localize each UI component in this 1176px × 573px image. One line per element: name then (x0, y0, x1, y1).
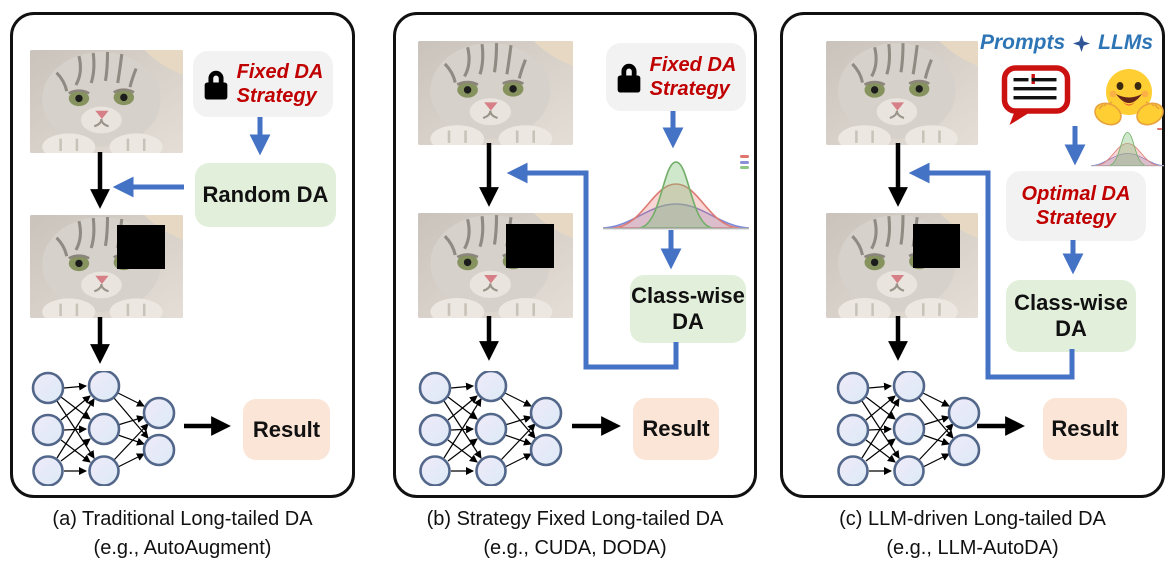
class-distributions-plot (602, 161, 750, 230)
fixed-da-strategy-label: Fixed DA Strategy (236, 60, 324, 107)
class-distributions-plot (1090, 132, 1165, 167)
fixed-da-strategy-box: Fixed DA Strategy (193, 51, 333, 117)
cat-photo (826, 41, 978, 145)
caption-a-line2: (e.g., AutoAugment) (93, 537, 272, 559)
four-pointed-star-icon (1073, 34, 1091, 52)
caption-a-line1: (a) Traditional Long-tailed DA (52, 508, 313, 530)
mini-distribution-legend (1157, 128, 1162, 130)
cat-photo (418, 41, 573, 145)
original-cat-image (418, 41, 573, 145)
class-wise-da-label-line1: Class-wise (1014, 289, 1128, 315)
augmented-cat-image (418, 213, 573, 318)
result-box: Result (243, 399, 330, 460)
mini-distributions-plot (1090, 128, 1165, 168)
class-wise-da-box: Class-wise DA (1006, 280, 1136, 352)
class-wise-da-label-line2: DA (1055, 316, 1087, 341)
fixed-da-strategy-label: Fixed DA Strategy (649, 53, 737, 100)
class-wise-da-box: Class-wise DA (630, 275, 746, 343)
chat-prompt-icon (1000, 65, 1073, 127)
augmented-cat-image (30, 215, 183, 318)
caption-panel-a: (a) Traditional Long-tailed DA (e.g., Au… (10, 505, 355, 563)
caption-panel-c: (c) LLM-driven Long-tailed DA (e.g., LLM… (780, 505, 1165, 563)
distribution-legend (740, 155, 749, 169)
caption-b-line1: (b) Strategy Fixed Long-tailed DA (426, 508, 724, 530)
legend-blue-swatch (740, 160, 749, 164)
neural-network-graphic (418, 371, 563, 486)
result-label: Result (252, 416, 321, 442)
optimal-da-strategy-box: Optimal DA Strategy (1006, 171, 1146, 241)
lock-icon (203, 68, 229, 101)
neural-network (415, 371, 590, 486)
augmented-cat-image (826, 213, 978, 318)
neural-network (28, 371, 203, 486)
cutout-occlusion-patch (506, 223, 555, 268)
legend-green-swatch (740, 166, 749, 169)
prompts-llms-header: Prompts LLMs (973, 31, 1153, 55)
class-wise-da-label-line1: Class-wise (631, 282, 745, 308)
cat-photo (30, 50, 183, 153)
neural-network-graphic (836, 371, 981, 486)
result-box: Result (633, 398, 719, 460)
result-label: Result (1051, 416, 1119, 441)
class-distributions-plot (601, 153, 751, 233)
original-cat-image (826, 41, 978, 145)
caption-c-line1: (c) LLM-driven Long-tailed DA (839, 508, 1106, 530)
random-da-box: Random DA (195, 163, 336, 227)
prompts-label: Prompts (979, 31, 1066, 54)
caption-panel-b: (b) Strategy Fixed Long-tailed DA (e.g.,… (393, 505, 757, 563)
panel-traditional-da: Fixed DA Strategy Random DA (10, 12, 355, 498)
lock-icon (616, 61, 642, 94)
original-cat-image (30, 50, 183, 153)
optimal-da-strategy-label: Optimal DA Strategy (1021, 182, 1131, 229)
panel-strategy-fixed-da: Fixed DA Strategy (393, 12, 757, 498)
neural-network (833, 371, 1008, 486)
cutout-occlusion-patch (912, 223, 960, 268)
hugging-face-llm-icon (1093, 65, 1165, 127)
result-label: Result (642, 416, 710, 441)
legend-red-swatch (740, 155, 749, 158)
llms-label: LLMs (1098, 31, 1153, 54)
result-box: Result (1043, 398, 1127, 460)
fixed-da-strategy-box: Fixed DA Strategy (606, 43, 746, 111)
class-wise-da-label-line2: DA (672, 309, 704, 334)
cutout-occlusion-patch (117, 225, 165, 269)
caption-c-line2: (e.g., LLM-AutoDA) (886, 537, 1059, 559)
random-da-label: Random DA (202, 181, 329, 207)
neural-network-graphic (31, 371, 176, 486)
legend-red-swatch (1157, 128, 1162, 130)
panel-llm-driven-da: Prompts LLMs (780, 12, 1165, 498)
caption-b-line2: (e.g., CUDA, DODA) (483, 537, 667, 559)
